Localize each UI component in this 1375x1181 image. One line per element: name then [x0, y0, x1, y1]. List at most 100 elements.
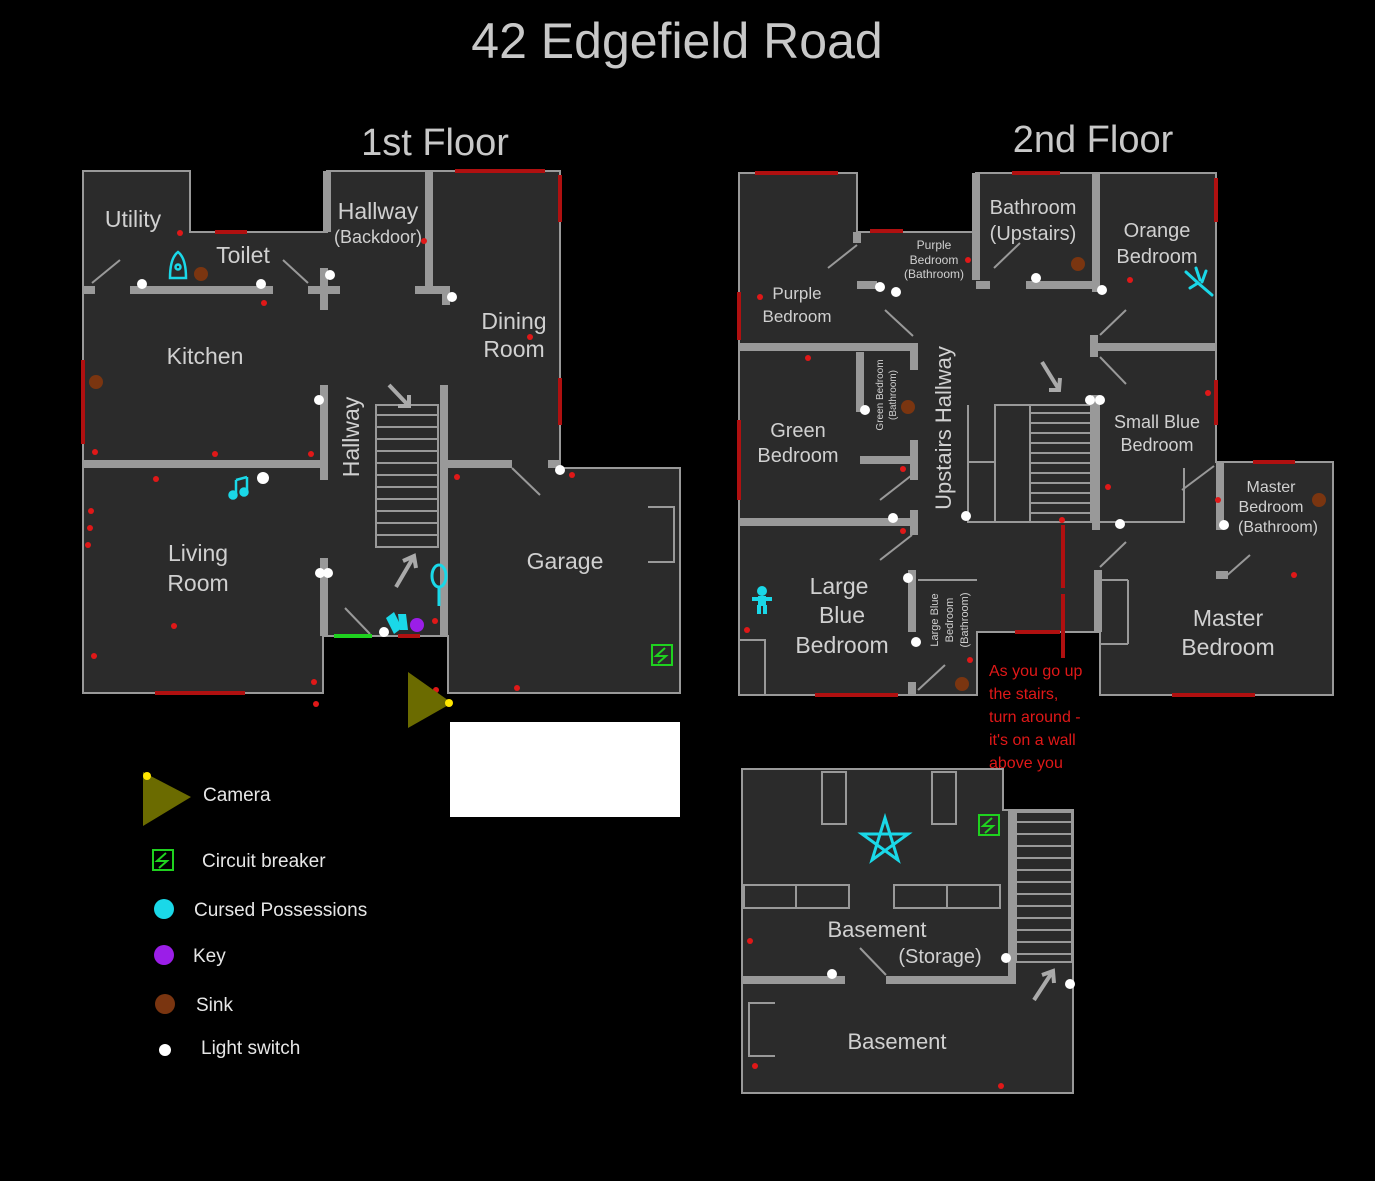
room-large-blue: Large [810, 573, 869, 599]
room-purple-bath-2: Bedroom [910, 253, 959, 267]
room-hallway-backdoor-sub: (Backdoor) [334, 227, 422, 247]
room-kitchen: Kitchen [167, 343, 244, 369]
room-master-bedroom: Master [1193, 605, 1264, 631]
room-bathroom-upstairs-2: (Upstairs) [990, 223, 1077, 245]
basement-stairs-arrow-icon [1032, 968, 1056, 1002]
room-living-2: Room [167, 570, 228, 596]
legend-cursed-label: Cursed Possessions [194, 900, 367, 921]
legend-key-icon [154, 945, 174, 965]
legend: Camera Circuit breaker Cursed Possession… [143, 772, 367, 1059]
first-floor-doors [91, 259, 675, 635]
first-floor [82, 170, 681, 694]
room-small-blue-2: Bedroom [1120, 435, 1193, 455]
room-hallway: Hallway [338, 396, 364, 477]
room-dining-2: Room [483, 336, 544, 362]
basement-walls [742, 810, 1016, 984]
legend-light-switch-icon [159, 1044, 171, 1056]
room-toilet: Toilet [216, 242, 270, 268]
note-line-1: As you go up [989, 663, 1083, 680]
room-purple-bath-3: (Bathroom) [904, 267, 964, 281]
first-floor-spawn-dots [85, 230, 575, 707]
voodoo-doll-icon[interactable] [752, 586, 772, 614]
room-dining: Dining [481, 308, 546, 334]
room-garage: Garage [527, 548, 604, 574]
room-lb-bath: Large Blue [929, 593, 941, 646]
basement-stairs [1015, 811, 1073, 963]
camera-icon [408, 672, 453, 728]
room-green-bath: Green Bedroom [875, 359, 886, 430]
upstairs-arrow-icon [1040, 360, 1062, 392]
room-basement-storage: Basement [827, 917, 926, 942]
room-hallway-backdoor: Hallway [338, 198, 419, 224]
hint-note: As you go up the stairs, turn around - i… [989, 663, 1083, 772]
first-floor-windows [81, 169, 562, 695]
stairs-arrow-icon [387, 383, 418, 589]
basement-furniture [743, 771, 1001, 1057]
legend-cursed-icon [154, 899, 174, 919]
legend-camera-icon [143, 772, 191, 826]
legend-sink-icon [155, 994, 175, 1014]
room-large-blue-2: Blue [819, 602, 865, 628]
summoning-circle-icon[interactable] [857, 812, 913, 864]
second-floor-sinks [901, 257, 1326, 691]
room-green-bath-2: (Bathroom) [888, 370, 899, 420]
room-upstairs-hallway: Upstairs Hallway [931, 346, 956, 510]
room-bathroom-upstairs: Bathroom [990, 197, 1077, 219]
room-master-bedroom-2: Bedroom [1181, 634, 1274, 660]
room-master-bath-3: (Bathroom) [1238, 519, 1318, 536]
room-master-bath: Master [1247, 479, 1297, 496]
note-line-2: the stairs, [989, 686, 1058, 703]
room-utility: Utility [105, 206, 162, 232]
legend-circuit-breaker-label: Circuit breaker [202, 851, 326, 872]
first-floor-title: 1st Floor [361, 122, 509, 164]
kitchen-sink [89, 375, 103, 389]
note-line-5: above you [989, 755, 1063, 772]
room-green-bedroom: Green [770, 420, 826, 442]
room-basement-storage-2: (Storage) [898, 946, 981, 968]
legend-camera-label: Camera [203, 785, 271, 806]
garage-circuit-breaker-icon[interactable] [651, 644, 673, 666]
blank-panel [450, 722, 680, 817]
ouija-board-icon[interactable] [168, 250, 188, 280]
room-purple-bath: Purple [917, 238, 952, 252]
note-line-4: it's on a wall [989, 732, 1076, 749]
note-line-3: turn around - [989, 709, 1081, 726]
first-floor-stairs [375, 404, 439, 548]
music-box-icon[interactable] [228, 475, 249, 500]
second-floor-labels: Purple Bedroom Purple Bedroom (Bathroom)… [757, 197, 1318, 660]
room-lb-bath-3: (Bathroom) [959, 592, 971, 647]
second-floor-title: 2nd Floor [1013, 119, 1174, 161]
second-floor-windows [737, 171, 1295, 697]
room-small-blue: Small Blue [1114, 412, 1200, 432]
room-purple-bedroom: Purple [772, 284, 821, 303]
key-item[interactable] [410, 618, 424, 632]
first-floor-labels: Utility Toilet Hallway (Backdoor) Dining… [105, 198, 603, 596]
map-title: 42 Edgefield Road [471, 13, 882, 69]
basement-light-switches[interactable] [827, 953, 1075, 989]
tarot-cards-icon[interactable] [386, 612, 408, 634]
toilet-sink [194, 267, 208, 281]
basement-spawn-dots [747, 938, 1004, 1089]
mirror-icon[interactable] [430, 563, 448, 606]
basement [741, 768, 1074, 1094]
second-floor-spawn-dots [744, 257, 1297, 663]
room-basement-main: Basement [847, 1029, 946, 1054]
first-floor-light-switches[interactable] [137, 270, 565, 637]
room-lb-bath-2: Bedroom [944, 598, 956, 643]
room-large-blue-3: Bedroom [795, 632, 888, 658]
legend-circuit-breaker-icon [152, 849, 174, 871]
monkey-paw-icon[interactable] [1184, 266, 1214, 297]
second-floor-light-switches[interactable] [860, 273, 1229, 647]
room-green-bedroom-2: Bedroom [757, 445, 838, 467]
room-orange-bedroom: Orange [1124, 220, 1191, 242]
room-living: Living [168, 540, 228, 566]
legend-key-label: Key [193, 946, 226, 967]
basement-circuit-breaker-icon[interactable] [978, 814, 1000, 836]
basement-labels: Basement (Storage) Basement [827, 917, 981, 1054]
second-floor-stairs [994, 404, 1092, 523]
legend-light-switch-label: Light switch [201, 1038, 300, 1059]
room-orange-bedroom-2: Bedroom [1116, 246, 1197, 268]
legend-sink-label: Sink [196, 995, 233, 1016]
room-master-bath-2: Bedroom [1239, 499, 1304, 516]
